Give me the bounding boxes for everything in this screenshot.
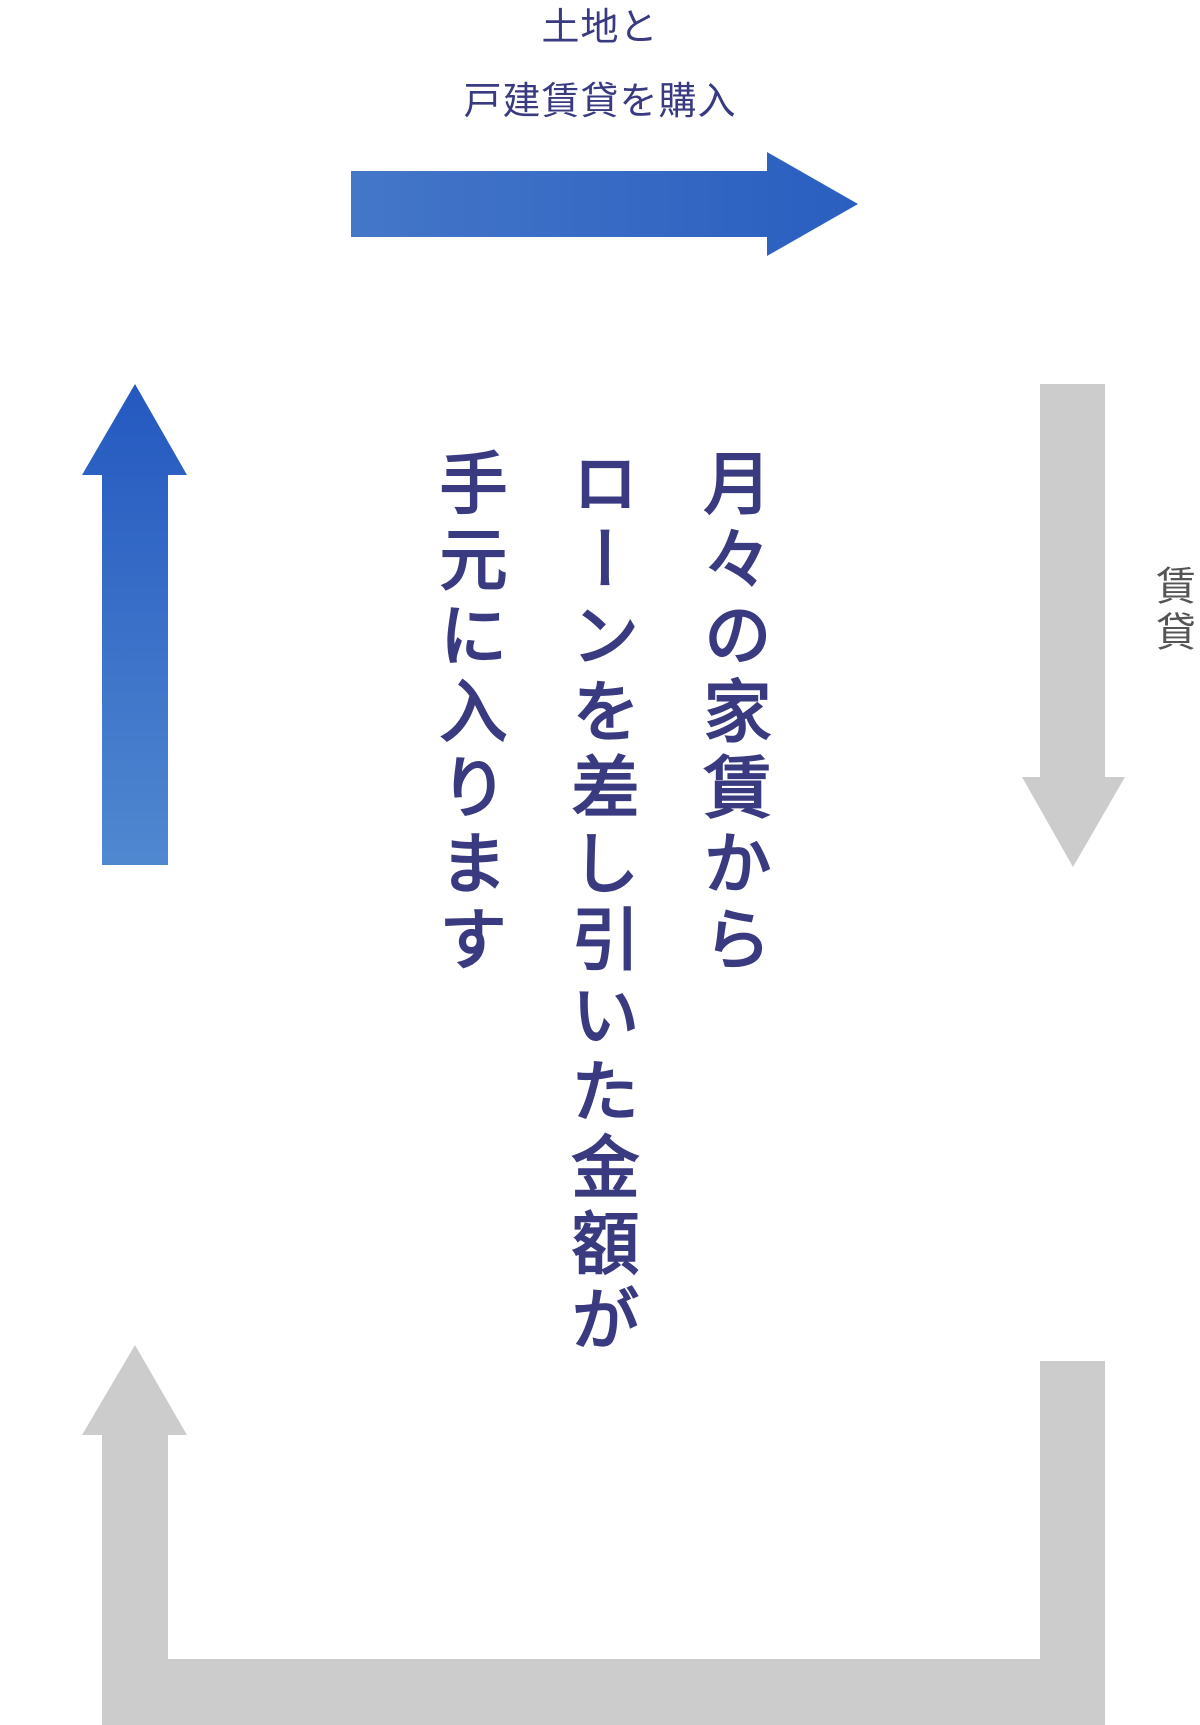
rent-label: 賃貸 [1149, 565, 1195, 657]
income-arrow-icon [82, 384, 187, 865]
center-text-column-1: 月々の家賃から [691, 448, 770, 980]
top-label-line2: 戸建賃貸を購入 [463, 79, 737, 123]
center-text-column-2: ローンを差し引いた金額が [559, 448, 638, 1360]
return-path-arrow-icon [82, 1345, 1105, 1725]
purchase-arrow-icon [351, 152, 858, 256]
rent-arrow-icon [1022, 384, 1125, 867]
center-text-column-3: 手元に入ります [427, 448, 506, 980]
top-label-line1: 土地と [541, 5, 659, 49]
